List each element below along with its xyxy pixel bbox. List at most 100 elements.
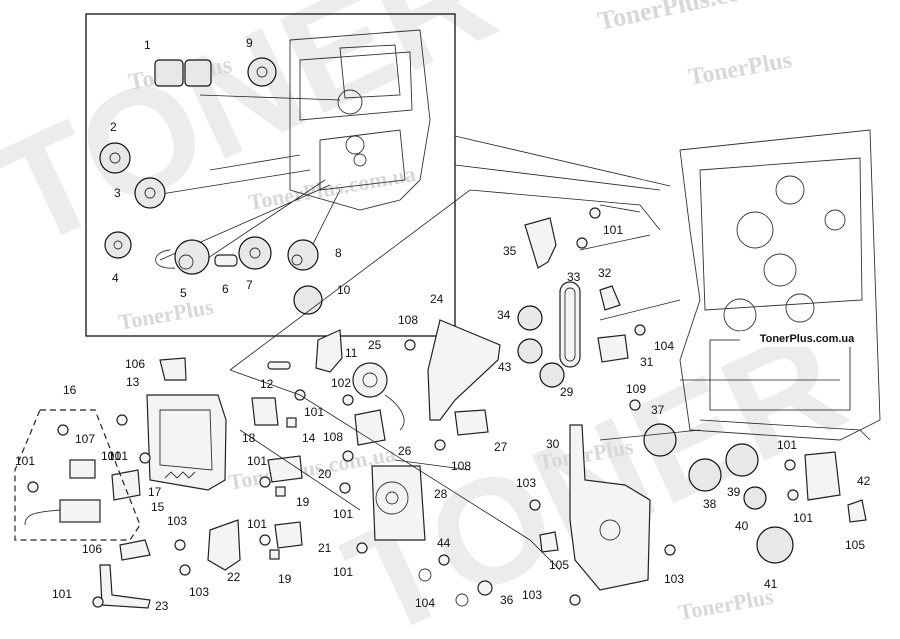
label-101-h: 101 (333, 565, 353, 579)
bracket-105-left (539, 531, 559, 553)
gear-8 (287, 239, 319, 271)
label-106-b: 106 (82, 542, 102, 556)
label-104-b: 104 (415, 596, 435, 610)
label-101-l: 101 (108, 449, 128, 463)
frame-13 (146, 394, 227, 491)
label-103-c: 103 (516, 476, 536, 490)
label-24: 24 (430, 292, 444, 306)
label-101-i: 101 (52, 587, 72, 601)
block-14 (286, 417, 297, 428)
label-40: 40 (735, 519, 749, 533)
label-101-d: 101 (101, 449, 121, 463)
gear-41 (756, 526, 794, 564)
gear-10 (293, 285, 323, 315)
label-26: 26 (398, 444, 412, 458)
parts (14, 189, 871, 609)
label-101-j: 101 (777, 438, 797, 452)
label-19-bottom: 19 (278, 572, 292, 586)
label-39: 39 (727, 485, 741, 499)
gear-43 (517, 338, 543, 364)
label-103-e: 103 (522, 588, 542, 602)
plate-30 (569, 424, 651, 591)
label-103-b: 103 (189, 585, 209, 599)
inset-frame (85, 13, 456, 337)
label-102: 102 (331, 376, 351, 390)
label-101-k: 101 (793, 511, 813, 525)
bracket-21 (274, 521, 303, 549)
gear-7 (238, 236, 272, 270)
plate-22 (207, 519, 241, 571)
label-14: 14 (302, 431, 316, 445)
label-27: 27 (494, 440, 508, 454)
bracket-20 (267, 455, 303, 483)
watermark-site-8: TonerPlus (677, 584, 776, 625)
label-101-a: 101 (603, 223, 623, 237)
watermark-url-tag: TonerPlus.com.ua (740, 331, 874, 347)
gear-4 (104, 231, 132, 259)
label-30: 30 (546, 437, 560, 451)
label-101-g: 101 (247, 517, 267, 531)
label-15: 15 (151, 500, 165, 514)
label-20: 20 (318, 467, 332, 481)
label-8: 8 (335, 246, 342, 260)
label-2: 2 (110, 120, 117, 134)
label-25: 25 (368, 338, 382, 352)
label-31: 31 (640, 355, 654, 369)
solenoid-body (59, 499, 101, 523)
label-23: 23 (155, 599, 169, 613)
callouts: 1 9 2 3 4 5 6 7 8 10 11 12 13 14 15 16 1… (15, 36, 871, 613)
label-9: 9 (246, 36, 253, 50)
spring-17 (164, 471, 196, 479)
bracket-35 (524, 217, 557, 269)
bracket-32 (599, 285, 621, 311)
bracket-106-top (159, 357, 187, 381)
label-4: 4 (112, 271, 119, 285)
bracket-26 (354, 409, 386, 446)
label-28: 28 (434, 487, 448, 501)
label-105-a: 105 (549, 558, 569, 572)
label-29: 29 (560, 385, 574, 399)
label-101-e: 101 (247, 454, 267, 468)
label-22: 22 (227, 570, 241, 584)
label-101-b: 101 (304, 405, 324, 419)
label-104-a: 104 (654, 339, 674, 353)
label-3: 3 (114, 186, 121, 200)
bracket-15 (111, 469, 141, 501)
label-105-b: 105 (845, 538, 865, 552)
block-19b (269, 549, 280, 560)
watermark-site-3: TonerPlus (687, 47, 794, 91)
gear-40 (743, 486, 767, 510)
label-1: 1 (144, 38, 151, 52)
label-6: 6 (222, 282, 229, 296)
label-35: 35 (503, 244, 517, 258)
label-38: 38 (703, 497, 717, 511)
label-36: 36 (500, 593, 514, 607)
label-41: 41 (764, 577, 778, 591)
label-108-c: 108 (451, 459, 471, 473)
bracket-106-bottom (119, 539, 151, 561)
solenoid-unit-16 (14, 409, 141, 541)
label-101-f: 101 (333, 507, 353, 521)
watermark-site-4: TonerPlus (117, 294, 216, 335)
gear-9 (247, 57, 277, 87)
label-33: 33 (567, 270, 581, 284)
watermark-site-1: TonerPlus.com.ua (595, 0, 797, 36)
label-17: 17 (148, 485, 162, 499)
label-106-a: 106 (125, 357, 145, 371)
screws (27, 339, 799, 608)
gear-1 (154, 59, 212, 87)
label-108-a: 108 (398, 313, 418, 327)
clutch-5 (155, 239, 210, 275)
label-34: 34 (497, 308, 511, 322)
gear-34 (517, 305, 543, 331)
label-5: 5 (180, 286, 187, 300)
gear-37 (643, 423, 677, 457)
bracket-23 (99, 564, 151, 609)
label-103-d: 103 (664, 572, 684, 586)
label-13: 13 (126, 375, 140, 389)
shaft-6 (214, 254, 238, 267)
label-44: 44 (437, 536, 451, 550)
label-103-a: 103 (167, 514, 187, 528)
gear-2 (99, 142, 131, 174)
label-108-b: 108 (323, 430, 343, 444)
